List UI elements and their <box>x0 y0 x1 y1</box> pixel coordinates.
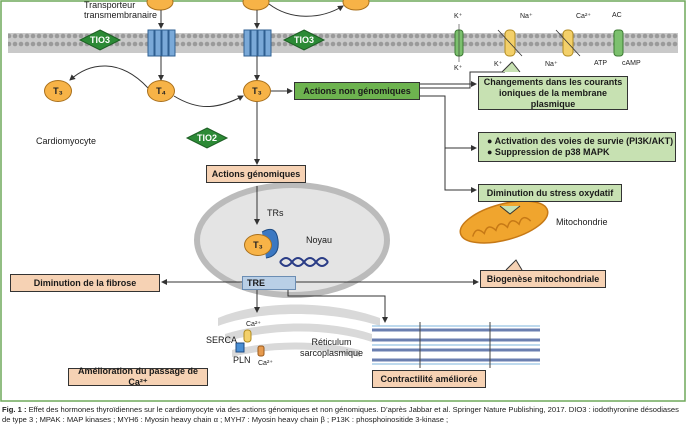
k-bottom-label: K⁺ <box>454 65 463 72</box>
transporter-2 <box>243 29 272 57</box>
k-top-label: K⁺ <box>454 13 463 20</box>
calcium-box: Amélioration du passage de Ca²⁺ <box>68 366 208 387</box>
oxidative-box: Diminution du stress oxydatif <box>478 184 622 202</box>
survival-line-1: ● Activation des voies de survie (PI3K/A… <box>487 136 674 146</box>
caption-text: Effet des hormones thyroïdiennes sur le … <box>2 405 679 424</box>
tio3-right-label: TIO3 <box>293 35 314 45</box>
reticulum-label: Réticulum sarcoplasmique <box>300 337 364 358</box>
reticulum-3 <box>232 342 360 357</box>
survival-box: ● Activation des voies de survie (PI3K/A… <box>478 132 676 162</box>
ca-channel <box>257 345 265 357</box>
non-genomic-box: Actions non génomiques <box>294 82 420 100</box>
mito-biogenesis-box: Biogenèse mitochondriale <box>480 270 606 288</box>
transporter-1 <box>147 29 176 57</box>
camp-label: cAMP <box>622 60 641 67</box>
t3-oval-left: T₃ <box>44 80 72 102</box>
fibrosis-box: Diminution de la fibrose <box>10 274 160 292</box>
reticulum-2 <box>225 323 372 342</box>
survival-line-2: ● Suppression de p38 MAPK <box>487 147 610 157</box>
figure-caption: Fig. 1 : Effet des hormones thyroïdienne… <box>2 405 684 425</box>
na-bottom-label: Na⁺ <box>545 61 558 68</box>
k2-bottom-label: K⁺ <box>494 61 503 68</box>
t4-oval: T₄ <box>147 80 175 102</box>
ac-channel <box>613 29 624 57</box>
tio2-diamond <box>185 127 229 149</box>
cardiomyocyte-label: Cardiomyocyte <box>36 136 97 146</box>
mitochondrie-label: Mitochondrie <box>556 217 608 227</box>
t3-oval-nucleus: T₃ <box>244 234 272 256</box>
ca-label-top: Ca²⁺ <box>246 321 261 328</box>
pln <box>235 342 245 353</box>
na-top-label: Na⁺ <box>520 13 533 20</box>
pln-label: PLN <box>233 355 251 365</box>
myofilaments <box>372 322 540 368</box>
nucleus <box>194 182 390 298</box>
reticulum-1 <box>218 304 380 326</box>
tio2-label: TIO2 <box>196 133 217 143</box>
ca-top-label: Ca²⁺ <box>576 13 591 20</box>
ion-changes-box: Changements dans les courants ioniques d… <box>478 76 628 110</box>
serca-label: SERCA <box>206 335 238 345</box>
caption-label: Fig. 1 : <box>2 405 27 414</box>
contractility-box: Contractilité améliorée <box>372 370 486 388</box>
tre-box: TRE <box>242 276 296 290</box>
genomic-box: Actions génomiques <box>206 165 306 183</box>
tio3-right-diamond <box>282 29 326 51</box>
atp-label: ATP <box>594 60 608 67</box>
ac-label: AC <box>612 12 622 19</box>
serca-pump <box>243 329 252 343</box>
tio3-left-diamond <box>78 29 122 51</box>
t3-oval-right: T₃ <box>243 80 271 102</box>
noyau-label: Noyau <box>306 235 333 245</box>
tio3-left-label: TIO3 <box>89 35 110 45</box>
trs-label: TRs <box>267 208 284 218</box>
transporter-label: Transporteur transmembranaire <box>84 0 158 20</box>
ca-label-bottom: Ca²⁺ <box>258 360 273 367</box>
